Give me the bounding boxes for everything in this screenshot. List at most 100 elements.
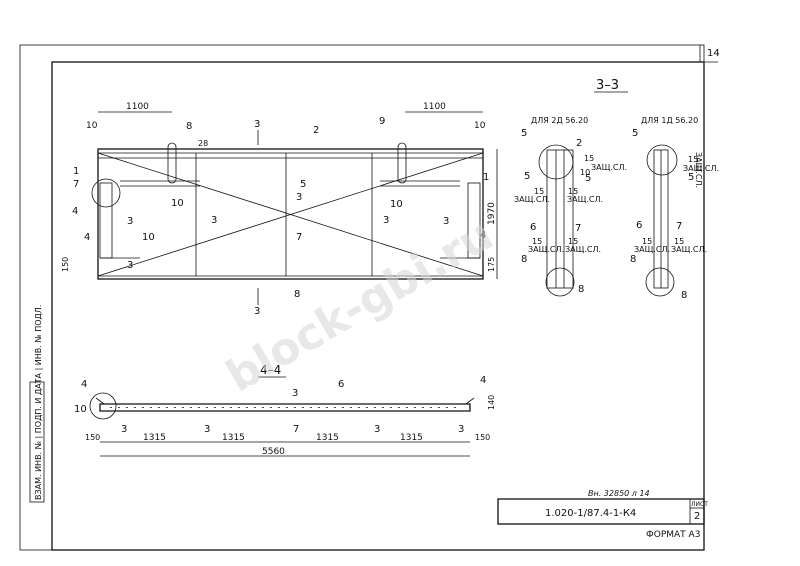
drawing-label: 3 — [458, 424, 464, 435]
drawing-label: 1315 — [316, 433, 339, 443]
drawing-label: 8 — [186, 121, 192, 132]
drawing-label: 15 — [568, 237, 578, 246]
drawing-label: 3 — [383, 215, 389, 226]
dim-overall-length: 5560 — [262, 447, 285, 457]
detail-callout — [91, 178, 121, 208]
drawing-label: ЗАЩ.СЛ. — [671, 245, 707, 254]
drawing-label: 3 — [374, 424, 380, 435]
drawing-label: 9 — [379, 116, 385, 127]
drawing-label: 4 — [480, 230, 486, 241]
drawing-label: 10 — [86, 121, 98, 131]
drawing-label: 10 — [390, 199, 403, 210]
drawing-label: 15 — [568, 187, 578, 196]
dim-top-left: 1100 — [126, 102, 149, 112]
drawing-label: 140 — [487, 395, 496, 410]
drawing-label: 8 — [521, 254, 527, 265]
drawing-label: 3 — [127, 216, 133, 227]
drawing-label: 2 — [313, 125, 319, 136]
drawing-label: 150 — [61, 257, 70, 272]
drawing-label: ЗАЩ.СЛ. — [565, 245, 601, 254]
drawing-label: 3 — [296, 192, 302, 203]
drawing-label: 5 — [688, 172, 694, 183]
drawing-label: 7 — [293, 424, 299, 435]
side-stamp: ВЗАМ. ИНВ. № | ПОДП. И ДАТА | ИНВ. № ПОД… — [34, 305, 43, 500]
sheet-number: 2 — [694, 511, 700, 522]
page-number: 14 — [707, 48, 720, 59]
drawing-label: 10 — [74, 404, 87, 415]
inventory-note: Вн. 32850 л 14 — [588, 489, 650, 498]
drawing-label: ЗАЩ.СЛ. — [567, 195, 603, 204]
drawing-label: ЗАЩ.СЛ. — [514, 195, 550, 204]
drawing-label: 3 — [121, 424, 127, 435]
drawing-label: 5 — [632, 128, 638, 139]
drawing-label: 3 — [443, 216, 449, 227]
drawing-label: 6 — [338, 379, 344, 390]
detail-a-caption: ДЛЯ 2Д 56.20 — [531, 116, 588, 125]
drawing-label: 5 — [300, 179, 306, 190]
drawing-label: 28 — [198, 139, 208, 148]
drawing-label: ЗАЩ.СЛ. — [694, 152, 703, 188]
drawing-label: 3 — [204, 424, 210, 435]
drawing-label: 150 — [85, 433, 100, 442]
drawing-label: 150 — [475, 433, 490, 442]
drawing-label: 4 — [84, 232, 90, 243]
drawing-label: 15 — [688, 155, 698, 164]
drawing-label: 7 — [73, 179, 79, 190]
drawing-label: 15 — [534, 187, 544, 196]
drawing-label: ЗАЩ.СЛ. — [591, 163, 627, 172]
drawing-label: ЗАЩ.СЛ. — [634, 245, 670, 254]
side-stamp-box — [29, 381, 45, 503]
drawing-label: ЗАЩ.СЛ. — [528, 245, 564, 254]
section-4-view: 4 4 10 3 3 3 3 3 6 7 140 150 1315 1315 1… — [74, 375, 496, 457]
drawing-label: 4 — [81, 379, 87, 390]
drawing-label: 1315 — [400, 433, 423, 443]
watermark: block-gbi.ru — [218, 209, 502, 402]
drawing-label: 8 — [294, 289, 300, 300]
sheet-header: ЛИСТ — [691, 501, 708, 508]
drawing-label: 1315 — [143, 433, 166, 443]
drawing-label: 3 — [254, 306, 260, 317]
drawing-label: 4 — [480, 375, 486, 386]
drawing-label: 8 — [630, 254, 636, 265]
drawing-label: 175 — [487, 257, 496, 272]
drawing-label: 15 — [674, 237, 684, 246]
drawing-label: 5 — [585, 173, 591, 184]
drawing-label: 7 — [296, 232, 302, 243]
drawing-label: 15 — [642, 237, 652, 246]
drawing-label: 2 — [576, 138, 582, 149]
drawing-label: 7 — [575, 223, 581, 234]
drawing-label: 6 — [636, 220, 642, 231]
drawing-label: 10 — [580, 168, 590, 177]
drawing-label: 3 — [292, 388, 298, 399]
dim-height: 1970 — [487, 202, 497, 225]
section-detail-a: 5 2 5 5 6 7 8 8 15 10 15 15 15 15 ЗАЩ.СЛ… — [514, 128, 627, 297]
section-detail-b: 5 5 6 7 8 8 15 15 15 ЗАЩ.СЛ. ЗАЩ.СЛ. ЗАЩ… — [630, 128, 719, 301]
designation: 1.020-1/87.4-1-К4 — [545, 508, 636, 519]
drawing-label: 8 — [681, 290, 687, 301]
drawing-label: ЗАЩ.СЛ. — [683, 164, 719, 173]
drawing-label: 5 — [524, 171, 530, 182]
drawing-label: 3 — [254, 119, 260, 130]
drawing-label: 3 — [211, 215, 217, 226]
drawing-label: 10 — [171, 198, 184, 209]
drawing-label: 1 — [483, 172, 489, 183]
drawing-label: 15 — [532, 237, 542, 246]
section-4-title: 4–4 — [260, 363, 281, 377]
main-elevation: 3 3 4 4 1100 1100 10 10 28 1970 175 150 … — [61, 102, 498, 317]
drawing-label: 8 — [578, 284, 584, 295]
drawing-label: 3 — [127, 260, 133, 271]
detail-b-caption: ДЛЯ 1Д 56.20 — [641, 116, 698, 125]
section-title: 3–3 — [596, 78, 619, 93]
dim-top-right: 1100 — [423, 102, 446, 112]
drawing-label: 1315 — [222, 433, 245, 443]
drawing-label: 7 — [676, 221, 682, 232]
drawing-label: 5 — [521, 128, 527, 139]
inner-frame — [51, 61, 705, 551]
format-label: ФОРМАТ А3 — [646, 530, 700, 540]
drawing-label: 6 — [530, 222, 536, 233]
drawing-label: 4 — [72, 206, 78, 217]
drawing-label: 10 — [474, 121, 486, 131]
title-block: 1.020-1/87.4-1-К4 ЛИСТ 2 — [497, 498, 708, 525]
drawing-label: 10 — [142, 232, 155, 243]
